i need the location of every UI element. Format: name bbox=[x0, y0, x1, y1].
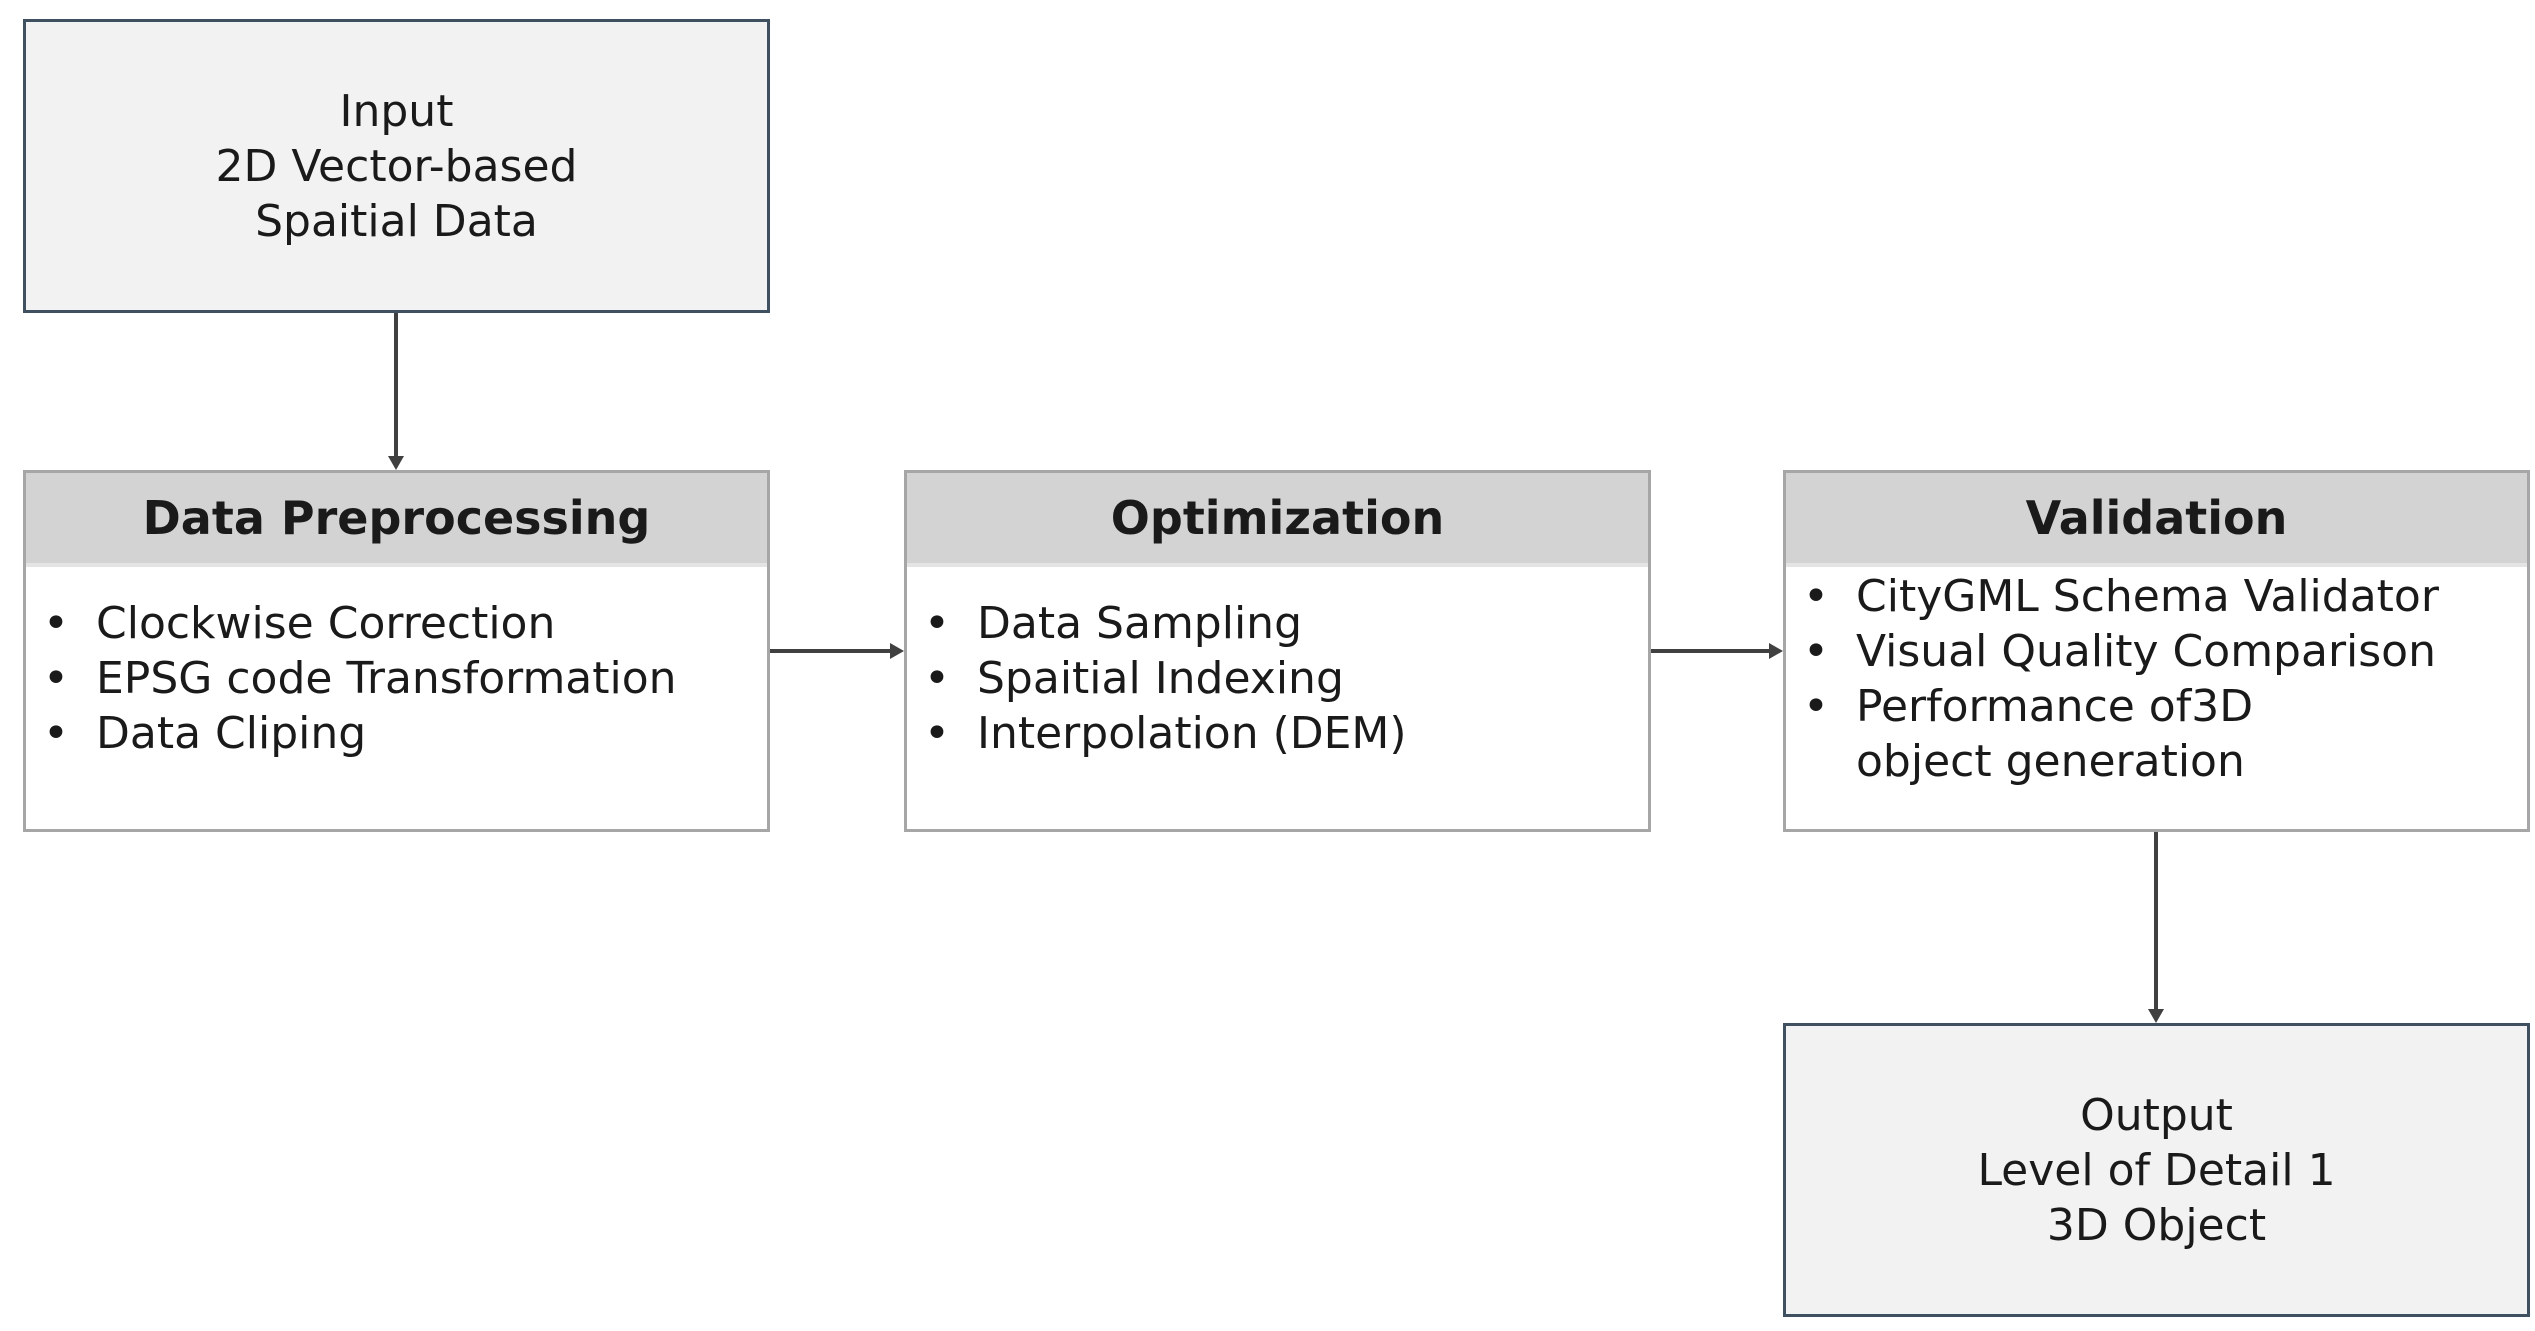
list-item: • Interpolation (DEM) bbox=[907, 706, 1648, 761]
arrowhead-right-icon bbox=[1769, 643, 1783, 659]
stage-item-list: • Clockwise Correction • EPSG code Transfo… bbox=[26, 596, 767, 761]
list-item-label: Spaitial Indexing bbox=[977, 653, 1344, 704]
stage-title: Data Preprocessing bbox=[26, 473, 767, 567]
stage-item-list: • Data Sampling • Spaitial Indexing • Inter… bbox=[907, 596, 1648, 761]
bullet-icon: • bbox=[1803, 571, 1829, 622]
bullet-icon: • bbox=[924, 598, 950, 649]
stage-data-preprocessing: Data Preprocessing • Clockwise Correction… bbox=[23, 470, 770, 832]
arrowhead-down-icon bbox=[2148, 1009, 2164, 1023]
input-box-text: Input 2D Vector-based Spaitial Data bbox=[216, 84, 578, 249]
stage-title: Validation bbox=[1786, 473, 2527, 567]
list-item-label: Clockwise Correction bbox=[96, 598, 556, 649]
stage-title: Optimization bbox=[907, 473, 1648, 567]
bullet-icon: • bbox=[43, 598, 69, 649]
bullet-icon: • bbox=[43, 708, 69, 759]
bullet-icon: • bbox=[1803, 626, 1829, 677]
list-item-label: Visual Quality Comparison bbox=[1856, 626, 2436, 677]
list-item: • Spaitial Indexing bbox=[907, 651, 1648, 706]
list-item-label: CityGML Schema Validator bbox=[1856, 571, 2439, 622]
bullet-icon: • bbox=[1803, 681, 1829, 732]
list-item: • Data Cliping bbox=[26, 706, 767, 761]
list-item-label: Data Sampling bbox=[977, 598, 1302, 649]
list-item-label: Interpolation (DEM) bbox=[977, 708, 1407, 759]
bullet-icon: • bbox=[924, 653, 950, 704]
output-title: Output bbox=[2080, 1089, 2233, 1141]
output-box-text: Output Level of Detail 1 3D Object bbox=[1977, 1088, 2335, 1253]
stage-optimization: Optimization • Data Sampling • Spaitial In… bbox=[904, 470, 1651, 832]
list-item-label: Data Cliping bbox=[96, 708, 367, 759]
stage-validation: Validation • CityGML Schema Validator • Vi… bbox=[1783, 470, 2530, 832]
output-description: 3D Object bbox=[2046, 1199, 2267, 1251]
input-title: Input bbox=[339, 85, 454, 137]
arrowhead-right-icon bbox=[890, 643, 904, 659]
list-item: • EPSG code Transformation bbox=[26, 651, 767, 706]
output-subtitle: Level of Detail 1 bbox=[1977, 1144, 2336, 1196]
arrowhead-down-icon bbox=[388, 456, 404, 470]
list-item: • CityGML Schema Validator bbox=[1786, 569, 2527, 624]
list-item: • Visual Quality Comparison bbox=[1786, 624, 2527, 679]
list-item: • Clockwise Correction bbox=[26, 596, 767, 651]
list-item-label: EPSG code Transformation bbox=[96, 653, 677, 704]
list-item-label: Performance of3D object generation bbox=[1856, 681, 2254, 787]
list-item: • Performance of3D object generation bbox=[1786, 679, 2527, 789]
input-subtitle: 2D Vector-based bbox=[215, 140, 578, 192]
output-box: Output Level of Detail 1 3D Object bbox=[1783, 1023, 2530, 1317]
input-box: Input 2D Vector-based Spaitial Data bbox=[23, 19, 770, 313]
list-item: • Data Sampling bbox=[907, 596, 1648, 651]
bullet-icon: • bbox=[43, 653, 69, 704]
bullet-icon: • bbox=[924, 708, 950, 759]
stage-item-list: • CityGML Schema Validator • Visual Qualit… bbox=[1786, 569, 2527, 789]
input-description: Spaitial Data bbox=[255, 195, 538, 247]
